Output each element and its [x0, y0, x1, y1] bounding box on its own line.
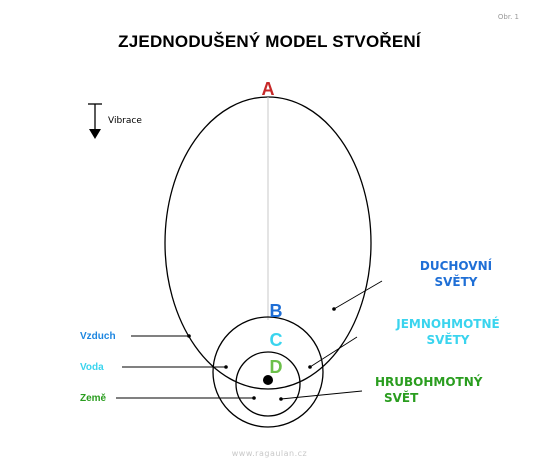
gross-world-line-2: SVĚT: [384, 390, 419, 405]
letter-d: D: [270, 357, 283, 377]
footer-url: www.ragaulan.cz: [231, 449, 308, 458]
spiritual-worlds-line-1: DUCHOVNÍ: [420, 258, 493, 273]
center-point: [263, 375, 273, 385]
letter-a: A: [262, 79, 275, 99]
vibration-arrow-icon: [88, 103, 102, 139]
gross-world-label: HRUBOHMOTNÝ SVĚT: [375, 374, 483, 405]
figure-label: Obr. 1: [497, 13, 519, 21]
spiritual-leader: [333, 280, 383, 310]
gross-world-circle: [235, 351, 301, 417]
gross-leader-dot: [279, 397, 283, 401]
letter-b: B: [270, 301, 283, 321]
air-leader-dot: [187, 334, 191, 338]
page-title: ZJEDNODUŠENÝ MODEL STVOŘENÍ: [118, 32, 421, 51]
subtle-leader-dot: [308, 365, 312, 369]
earth-leader-dot: [252, 396, 256, 400]
gross-leader: [280, 390, 363, 400]
subtle-worlds-label: JEMNOHMOTNÉ SVĚTY: [395, 316, 499, 347]
gross-world-line-1: HRUBOHMOTNÝ: [375, 374, 483, 389]
subtle-leader: [309, 336, 358, 368]
spiritual-worlds-line-2: SVĚTY: [434, 274, 477, 289]
element-air-label: Vzduch: [80, 331, 116, 342]
spiritual-leader-dot: [332, 307, 336, 311]
element-earth-label: Země: [80, 393, 107, 404]
spiritual-worlds-label: DUCHOVNÍ SVĚTY: [420, 258, 493, 289]
element-water-label: Voda: [80, 362, 104, 373]
water-leader-dot: [224, 365, 228, 369]
vibration-label: Vibrace: [108, 116, 142, 126]
letter-c: C: [270, 330, 283, 350]
subtle-worlds-line-2: SVĚTY: [426, 332, 469, 347]
subtle-worlds-line-1: JEMNOHMOTNÉ: [395, 316, 499, 331]
subtle-worlds-circle: [212, 316, 324, 428]
